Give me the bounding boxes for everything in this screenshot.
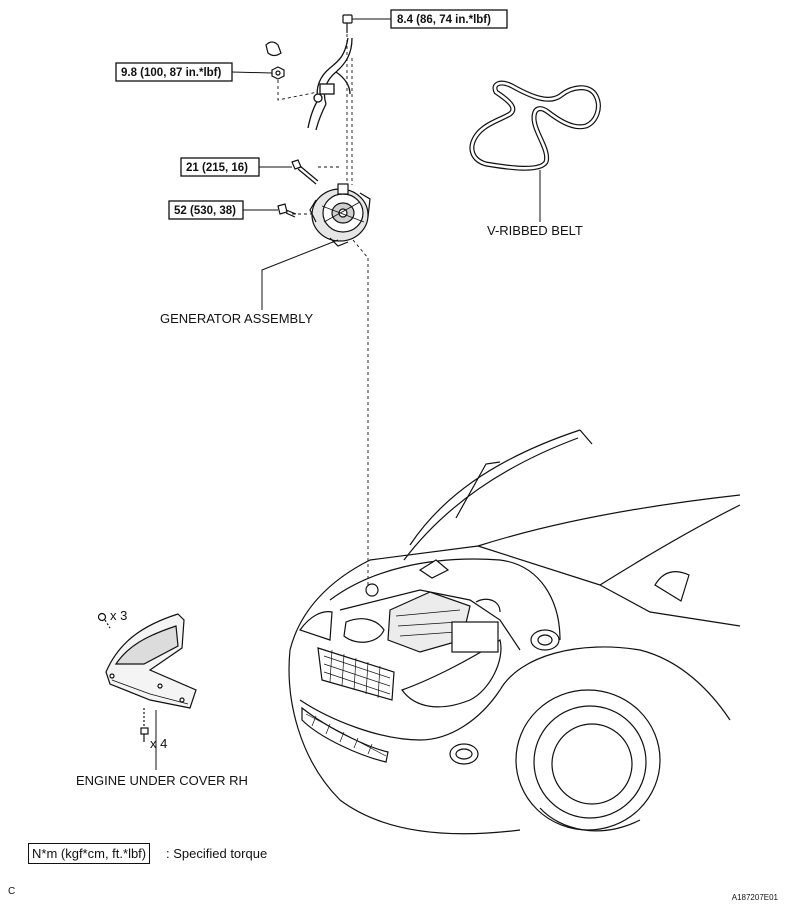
torque-short-bolt-text: 52 (530, 38) xyxy=(174,205,236,217)
torque-long-bolt-text: 21 (215, 16) xyxy=(186,162,248,174)
torque-callout-top-bolt: 8.4 (86, 74 in.*lbf) xyxy=(352,9,508,29)
wiring-harness xyxy=(307,37,353,131)
legend-description: : Specified torque xyxy=(166,846,268,861)
legend-unit-box: N*m (kgf*cm, ft.*lbf) xyxy=(28,843,151,864)
figure-code: A187207E01 xyxy=(731,893,778,902)
terminal-nut-icon xyxy=(271,66,285,80)
bolt-count-label: x 4 xyxy=(150,736,167,751)
terminal-cap-icon xyxy=(265,41,282,57)
belt-label: V-RIBBED BELT xyxy=(487,223,583,238)
torque-top-bolt-text: 8.4 (86, 74 in.*lbf) xyxy=(397,14,491,26)
generator-leader xyxy=(261,239,339,310)
v-ribbed-belt-icon xyxy=(469,80,601,222)
torque-callout-long-bolt: 21 (215, 16) xyxy=(180,157,292,177)
torque-callout-short-bolt: 52 (530, 38) xyxy=(168,200,278,220)
clip-icon xyxy=(97,612,111,629)
cover-bolt-icon xyxy=(140,708,149,742)
generator-label: GENERATOR ASSEMBLY xyxy=(160,311,313,326)
engine-under-cover-icon xyxy=(105,613,197,709)
torque-callout-nut: 9.8 (100, 87 in.*lbf) xyxy=(115,62,273,82)
torque-nut-text: 9.8 (100, 87 in.*lbf) xyxy=(121,67,222,79)
generator-assembly-icon xyxy=(309,183,371,247)
generator-short-bolt-icon xyxy=(277,203,297,218)
vehicle-illustration xyxy=(288,429,741,835)
clip-count-label: x 3 xyxy=(110,608,127,623)
corner-letter: C xyxy=(8,886,16,897)
generator-long-bolt-icon xyxy=(291,159,319,185)
under-cover-label: ENGINE UNDER COVER RH xyxy=(76,773,248,788)
alignment-dashes xyxy=(277,34,369,585)
terminal-bolt-icon xyxy=(342,14,353,33)
